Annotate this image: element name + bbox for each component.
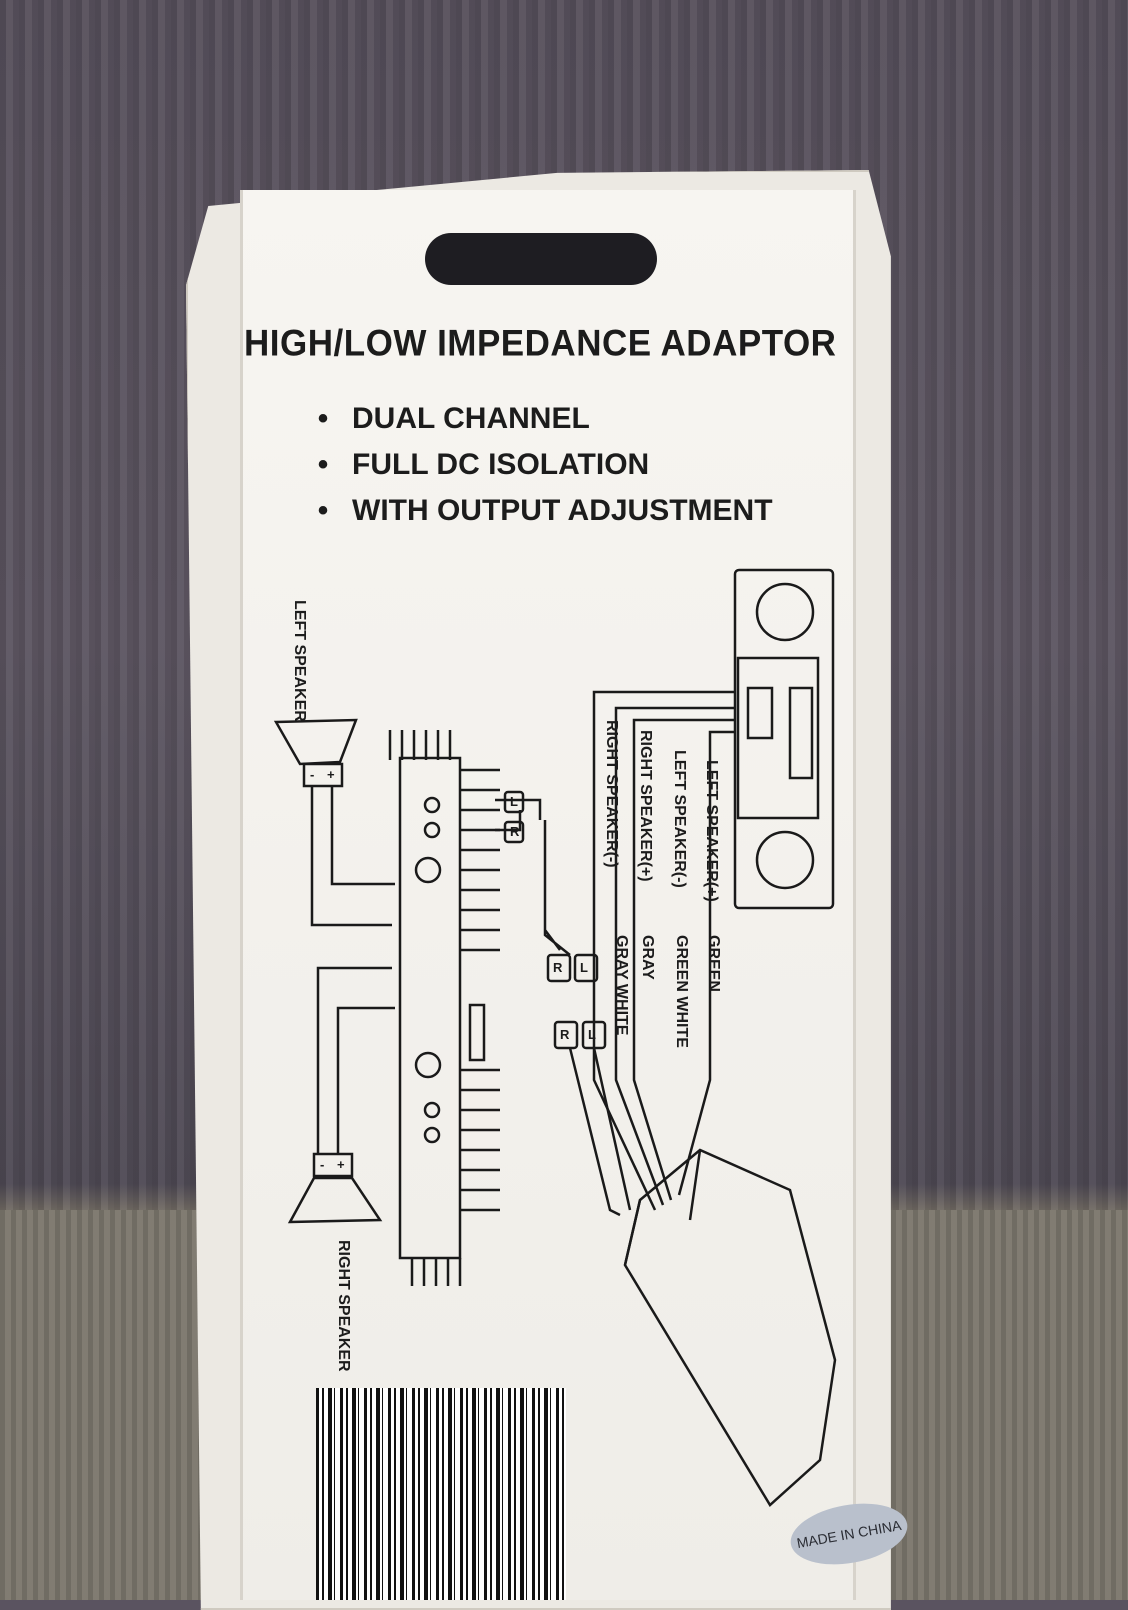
radio-face [736, 656, 820, 820]
barcode [316, 1388, 566, 1600]
wire-label: LEFT SPEAKER(-) [671, 750, 688, 888]
terminal-plus: + [337, 1157, 345, 1172]
wire-color-label: GRAY [639, 935, 656, 980]
right-speaker-cone [287, 1176, 383, 1224]
terminal-minus: - [310, 767, 315, 782]
rca-left-label: L [588, 1027, 596, 1042]
wire-color-label: GREEN WHITE [673, 935, 690, 1048]
left-speaker-cone [273, 718, 358, 766]
right-speaker-label: RIGHT SPEAKER [335, 1240, 352, 1372]
wire-label: LEFT SPEAKER(+) [703, 760, 720, 902]
wire-color-label: GREEN [705, 935, 722, 992]
product-title: HIGH/LOW IMPEDANCE ADAPTOR [244, 323, 837, 364]
terminal-minus: - [320, 1157, 325, 1172]
amplifier [398, 756, 462, 1260]
wire-label: RIGHT SPEAKER(-) [603, 720, 620, 868]
adaptor-box [623, 1148, 837, 1507]
wire-label: RIGHT SPEAKER(+) [637, 730, 654, 882]
rca-left-label: L [510, 794, 518, 809]
left-speaker-label: LEFT SPEAKER [291, 600, 308, 722]
rca-right-label: R [553, 960, 563, 975]
rca-left-label: L [580, 960, 588, 975]
blister-window [240, 190, 856, 1600]
hang-hole [425, 233, 657, 285]
rca-right-label: R [510, 824, 520, 839]
feature-list: •DUAL CHANNEL •FULL DC ISOLATION •WITH O… [312, 402, 773, 540]
car-radio-unit [733, 568, 835, 910]
rca-right-label: R [560, 1027, 570, 1042]
terminal-plus: + [327, 767, 335, 782]
feature-item: •WITH OUTPUT ADJUSTMENT [317, 494, 773, 527]
wire-color-label: GRAY WHITE [613, 935, 630, 1036]
radio-knob-bottom [755, 830, 815, 890]
radio-knob-top [755, 582, 815, 642]
feature-item: •FULL DC ISOLATION [317, 448, 650, 481]
feature-item: •DUAL CHANNEL [317, 402, 590, 435]
